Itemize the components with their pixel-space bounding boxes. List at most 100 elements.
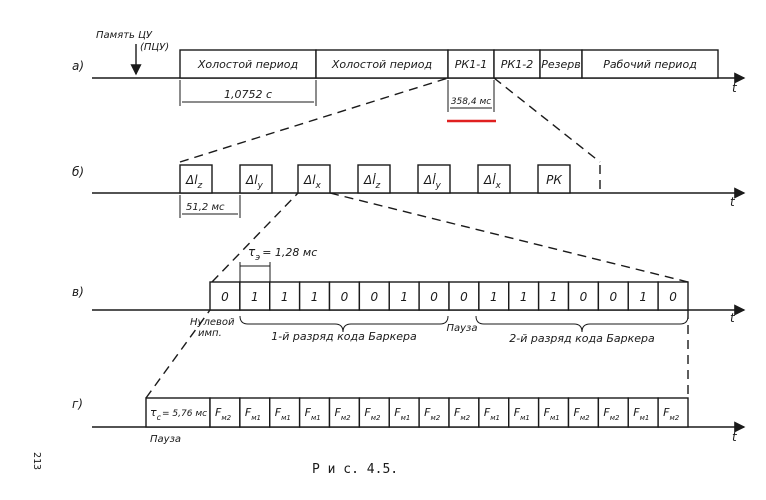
freq-cell bbox=[269, 397, 301, 428]
freq-cell bbox=[388, 397, 420, 428]
dim-idle-label: 1,0752 с bbox=[224, 88, 272, 101]
freq-label: Fм1 bbox=[633, 406, 649, 422]
bit-value: 0 bbox=[341, 290, 349, 304]
zoom-line-bc-left bbox=[211, 192, 299, 283]
freq-label: Fм1 bbox=[484, 406, 500, 422]
brace-2-label: 2-й разряд кода Баркера bbox=[509, 332, 655, 345]
segment-reserve bbox=[539, 49, 583, 79]
box-rk bbox=[537, 164, 571, 194]
bit-cell bbox=[388, 281, 420, 311]
box-dlz bbox=[179, 164, 213, 194]
bit-value: 1 bbox=[639, 290, 647, 304]
freq-label: Fм2 bbox=[663, 406, 680, 422]
bit-cell bbox=[657, 281, 689, 311]
t-label-b: t bbox=[730, 195, 736, 209]
freq-label: Fм2 bbox=[424, 406, 441, 422]
freq-label: Fм2 bbox=[603, 406, 620, 422]
box-dlx bbox=[297, 164, 331, 194]
freq-cell bbox=[298, 397, 331, 428]
segment-reserve-label: Резерв bbox=[541, 58, 580, 71]
box-ddly-label: Δl̇y bbox=[423, 173, 442, 191]
box-dly-label: Δly bbox=[245, 173, 264, 191]
bit-cell bbox=[627, 281, 659, 311]
bit-value: 0 bbox=[460, 290, 468, 304]
freq-label: Fм2 bbox=[574, 406, 591, 422]
zoom-line-ab-right bbox=[493, 77, 601, 163]
page-number: 213 bbox=[31, 452, 42, 470]
freq-label: Fм1 bbox=[514, 406, 530, 422]
zoom-line-bc-right bbox=[329, 192, 689, 283]
freq-cell bbox=[537, 397, 570, 428]
zoom-line-cd-left bbox=[145, 309, 211, 399]
box-ddly bbox=[417, 164, 451, 194]
memory-label-2: (ПЦУ) bbox=[140, 42, 169, 53]
freq-cell bbox=[358, 397, 390, 428]
box-rk-label: РК bbox=[546, 173, 562, 187]
dim-b-label: 51,2 мс bbox=[186, 202, 225, 213]
bit-value: 1 bbox=[520, 290, 528, 304]
row-label-c: в) bbox=[72, 285, 84, 299]
bit-value: 0 bbox=[221, 290, 229, 304]
freq-cell bbox=[657, 397, 689, 428]
t-label-d: t bbox=[732, 430, 738, 444]
bit-cell bbox=[418, 281, 450, 311]
bit-value: 1 bbox=[490, 290, 498, 304]
box-ddlx-label: Δl̇x bbox=[483, 173, 502, 191]
row-label-a: а) bbox=[72, 59, 84, 73]
t-label-a: t bbox=[732, 81, 738, 95]
freq-label: Fм1 bbox=[275, 406, 291, 422]
freq-cells: Fм2 Fм1 Fм1 Fм1 Fм2 Fм2 Fм1 Fм2 Fм2 Fм1 Fм1 Fм1 Fм2 F… bbox=[209, 397, 689, 428]
brace-1-label: 1-й разряд кода Баркера bbox=[271, 330, 417, 343]
freq-label: Fм1 bbox=[245, 406, 261, 422]
freq-label: Fм1 bbox=[394, 406, 410, 422]
bit-value: 1 bbox=[311, 290, 319, 304]
bit-value: 0 bbox=[669, 290, 677, 304]
box-dly bbox=[239, 164, 273, 194]
tau-e-label: τэ= 1,28 мс bbox=[248, 245, 317, 263]
box-ddlx bbox=[477, 164, 511, 194]
zero-pulse-label-2: имп. bbox=[198, 328, 222, 339]
t-label-c: t bbox=[730, 311, 736, 325]
bit-value: 1 bbox=[550, 290, 558, 304]
bit-value: 1 bbox=[281, 290, 289, 304]
row-label-d: г) bbox=[72, 397, 83, 411]
bit-value: 1 bbox=[251, 290, 259, 304]
pause-label-d: Пауза bbox=[150, 434, 181, 445]
freq-label: Fм2 bbox=[454, 406, 471, 422]
bit-value: 1 bbox=[400, 290, 408, 304]
box-ddlz bbox=[357, 164, 391, 194]
bit-cell bbox=[597, 281, 629, 311]
box-dlx-label: Δlx bbox=[303, 173, 322, 191]
freq-cell bbox=[418, 397, 450, 428]
segment-rk1-2-label: РК1-2 bbox=[501, 58, 533, 71]
freq-label: Fм1 bbox=[544, 406, 560, 422]
zero-pulse-label-1: Нулевой bbox=[190, 317, 235, 328]
segment-working bbox=[581, 49, 719, 79]
segment-rk1-1 bbox=[447, 49, 495, 79]
bit-cell bbox=[298, 281, 331, 311]
brace-2 bbox=[475, 315, 689, 333]
freq-label: Fм2 bbox=[215, 406, 232, 422]
segment-idle-1-label: Холостой период bbox=[197, 58, 298, 71]
figure-caption: Р и с. 4.5. bbox=[312, 462, 398, 477]
zoom-line-ab-left bbox=[179, 77, 449, 163]
pause-label-c: Пауза bbox=[446, 323, 477, 334]
memory-label: Память ЦУ bbox=[96, 30, 153, 41]
row-label-b: б) bbox=[72, 165, 84, 179]
box-dlz-label: Δlz bbox=[185, 173, 203, 191]
freq-cell bbox=[627, 397, 659, 428]
freq-label: Fм2 bbox=[335, 406, 352, 422]
bit-value: 0 bbox=[370, 290, 378, 304]
bit-cell bbox=[328, 281, 361, 311]
bit-value: 0 bbox=[609, 290, 617, 304]
brace-1 bbox=[239, 315, 449, 333]
dim-rk-label: 358,4 мс bbox=[451, 97, 491, 107]
freq-label: Fм2 bbox=[364, 406, 381, 422]
bit-cell bbox=[448, 281, 480, 311]
freq-cell bbox=[209, 397, 241, 428]
bit-cell bbox=[537, 281, 570, 311]
freq-cell bbox=[508, 397, 540, 428]
freq-cell bbox=[597, 397, 629, 428]
